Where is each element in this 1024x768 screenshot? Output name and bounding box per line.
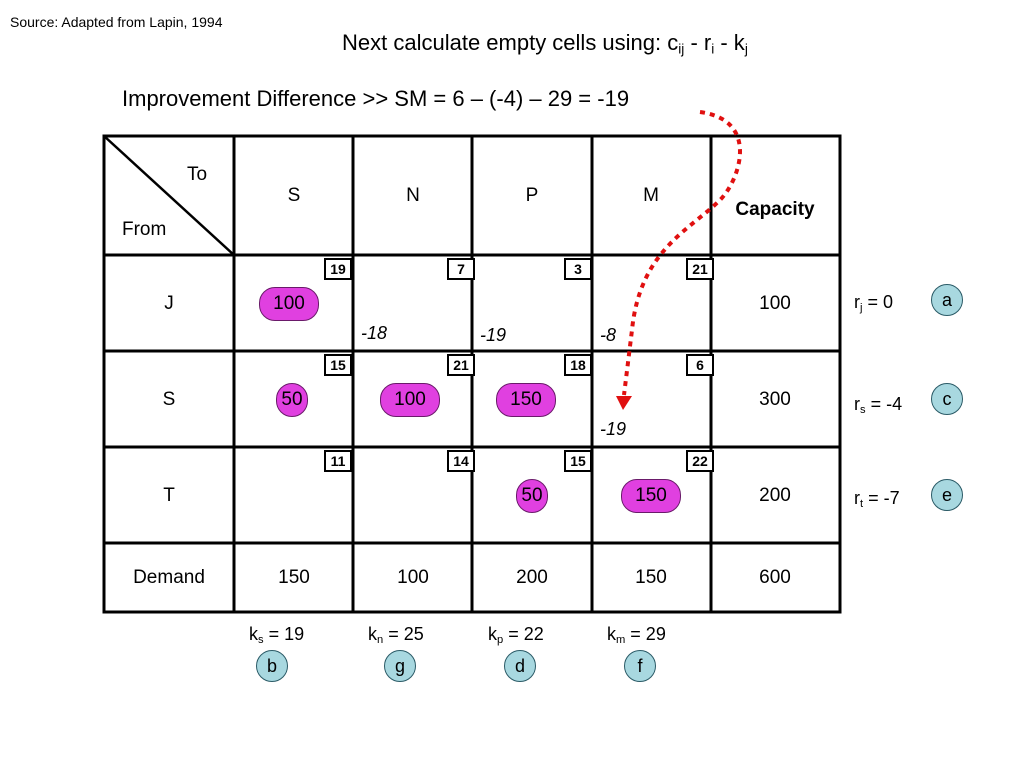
- row-label-j: J: [164, 293, 174, 314]
- improvement-difference: Improvement Difference >> SM = 6 – (-4) …: [122, 86, 630, 111]
- demand-s: 150: [278, 567, 310, 588]
- allocation-j-s: 100: [259, 287, 319, 321]
- r-value-s: rs = -4: [854, 394, 903, 416]
- allocation-t-m: 150: [621, 479, 681, 513]
- heading-formula: Next calculate empty cells using: cij - …: [342, 30, 748, 57]
- cost-j-p: 3: [564, 258, 592, 280]
- cost-s-n: 21: [447, 354, 475, 376]
- cost-s-s: 15: [324, 354, 352, 376]
- difference-j-m: -8: [600, 325, 617, 345]
- column-header-n: N: [406, 185, 420, 206]
- step-circle-c: c: [931, 383, 963, 415]
- capacity-s: 300: [759, 389, 791, 410]
- improvement-arrow-path: [622, 110, 742, 396]
- cost-s-m: 6: [686, 354, 714, 376]
- step-circle-f: f: [624, 650, 656, 682]
- column-header-m: M: [643, 185, 659, 206]
- k-value-s: ks = 19: [249, 624, 305, 646]
- cost-j-s: 19: [324, 258, 352, 280]
- capacity-j: 100: [759, 293, 791, 314]
- cost-t-p: 15: [564, 450, 592, 472]
- cost-t-n: 14: [447, 450, 475, 472]
- step-circle-g: g: [384, 650, 416, 682]
- allocation-s-s: 50: [276, 383, 308, 417]
- step-circle-b: b: [256, 650, 288, 682]
- difference-j-p: -19: [480, 325, 507, 345]
- allocation-s-n: 100: [380, 383, 440, 417]
- column-header-s: S: [287, 185, 301, 206]
- k-value-p: kp = 22: [488, 624, 544, 646]
- allocation-t-p: 50: [516, 479, 548, 513]
- step-circle-a: a: [931, 284, 963, 316]
- k-value-n: kn = 25: [368, 624, 424, 646]
- corner-from-label: From: [122, 219, 167, 240]
- corner-to-label: To: [187, 164, 208, 185]
- difference-s-m: -19: [600, 419, 627, 439]
- column-header-capacity: Capacity: [735, 199, 815, 220]
- improvement-arrow-head: [616, 396, 632, 410]
- cost-j-n: 7: [447, 258, 475, 280]
- row-label-t: T: [163, 485, 175, 506]
- cost-t-s: 11: [324, 450, 352, 472]
- cost-t-m: 22: [686, 450, 714, 472]
- demand-total: 600: [759, 567, 791, 588]
- capacity-t: 200: [759, 485, 791, 506]
- demand-label: Demand: [133, 567, 205, 588]
- column-header-p: P: [525, 185, 539, 206]
- r-value-j: rj = 0: [854, 292, 894, 314]
- row-label-s: S: [162, 389, 176, 410]
- demand-m: 150: [635, 567, 667, 588]
- difference-j-n: -18: [361, 323, 388, 343]
- cost-j-m: 21: [686, 258, 714, 280]
- step-circle-e: e: [931, 479, 963, 511]
- k-value-m: km = 29: [607, 624, 666, 646]
- demand-n: 100: [397, 567, 429, 588]
- cost-s-p: 18: [564, 354, 592, 376]
- source-note: Source: Adapted from Lapin, 1994: [10, 14, 223, 30]
- demand-p: 200: [516, 567, 548, 588]
- r-value-t: rt = -7: [854, 488, 900, 510]
- step-circle-d: d: [504, 650, 536, 682]
- allocation-s-p: 150: [496, 383, 556, 417]
